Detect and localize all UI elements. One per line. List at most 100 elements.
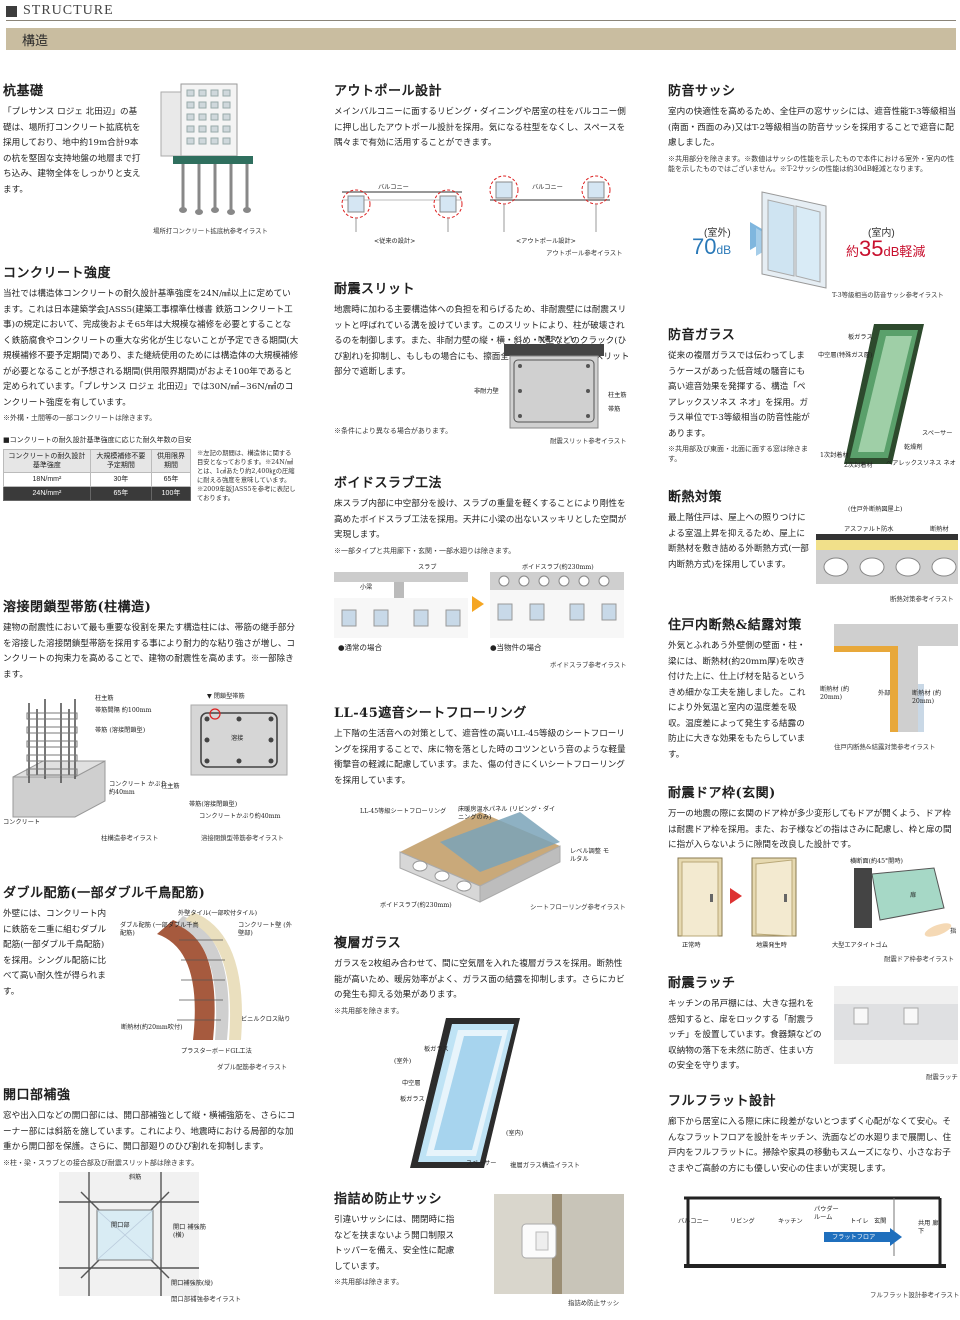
label: バルコニー: [678, 1218, 709, 1225]
label: コンクリートかぶり約40mm: [199, 813, 281, 820]
flat-floor-label: フラットフロア: [832, 1234, 876, 1241]
label: バルコニー: [378, 184, 409, 191]
double-rebar-illustration: [157, 912, 242, 1040]
concrete-note: ※外構・土間等の一部コンクリートは除きます。: [3, 414, 157, 422]
sash-outside-label: (室外): [704, 228, 731, 239]
outpole-body: メインバルコニーに面するリビング・ダイニングや居室の柱をバルコニー側に押し出した…: [334, 107, 626, 148]
glass-body: ガラスを2枚組み合わせて、間に空気層を入れた複層ガラスを採用。断熱性能が高いため…: [334, 959, 625, 1000]
double-body: 外壁には、コンクリート内に鉄筋を二重に組むダブル配筋(一部ダブル千鳥配筋)を採用…: [3, 909, 107, 997]
floor-illustration: [399, 812, 561, 903]
label: ペアレックスソネス ネオ: [886, 460, 956, 467]
glass-note: ※共用部を除きます。: [334, 1006, 404, 1015]
door-title: 耐震ドア枠(玄関): [668, 786, 776, 801]
label: (室内): [506, 1130, 524, 1137]
void-normal-diagram: [334, 572, 468, 638]
opening-note: ※柱・梁・スラブとの接合部及び耐震スリット部は除きます。: [3, 1158, 199, 1167]
label: 板ガラス: [400, 1096, 425, 1103]
table-cell: 65年: [89, 486, 153, 501]
latch-body: キッチンの吊戸棚には、大きな揺れを感知すると、扉をロックする「耐震ラッチ」を設置…: [668, 999, 822, 1071]
table-notes: ※左記の期間は、構造体に関する目安となっております。※24N/㎟とは、1㎠あたり…: [197, 450, 296, 502]
table-cell: 30年: [89, 472, 153, 487]
latch-section: 耐震ラッチ キッチンの吊戸棚には、大きな揺れを感知すると、扉をロックする「耐震ラ…: [668, 972, 958, 1081]
opening-illustration: [59, 1172, 199, 1296]
slit-body: 地震時に加わる主要構造体への負担を和らげるため、非耐震壁には耐震スリットと呼ばれ…: [334, 305, 630, 377]
void-ours-diagram: [490, 572, 624, 638]
flat-section: フルフラット設計 廊下から居室に入る際に床に段差がないとつまずく心配がなくて安心…: [668, 1090, 959, 1299]
label: <アウトポール設計>: [516, 238, 576, 245]
flat-body: 廊下から居室に入る際に床に段差がないとつまずく心配がなくて安心。そんなフラットフ…: [668, 1117, 952, 1174]
label: 耐震スリット: [538, 336, 576, 343]
out-db-value: 70: [692, 234, 717, 259]
divider: [6, 20, 956, 21]
insul-title: 断熱対策: [668, 490, 723, 505]
finger-note: ※共用部は除きます。: [334, 1278, 404, 1286]
label: 大型エアタイトゴム: [832, 942, 888, 949]
hoop-title: 溶接閉鎖型帯筋(柱構造): [3, 600, 152, 615]
label: 玄関: [874, 1218, 887, 1225]
label: 板ガラス: [848, 334, 873, 341]
label: 外壁タイル(一部吹付タイル): [178, 910, 258, 917]
band-title: 構造: [22, 33, 49, 49]
hoop-section: 溶接閉鎖型帯筋(柱構造) 建物の耐震性において最も重要な役割を果たす構造柱には、…: [3, 596, 299, 842]
glass-title: 複層ガラス: [334, 936, 402, 951]
pile-caption: 場所打コンクリート拡底杭参考イラスト: [153, 227, 268, 235]
outpole-title: アウトポール設計: [334, 84, 443, 99]
sglass-body: 従来の複層ガラスでは伝わってしまうケースがあった低音域の騒音にも高い遮音効果を発…: [668, 351, 810, 439]
label: コンクリート壁 (外壁部): [238, 922, 292, 937]
label: 扉: [910, 892, 917, 899]
label: スペーサー: [922, 430, 953, 437]
durability-table: コンクリートの耐久設計基準強度 大規模補修不要予定期間 供用限界期間 18N/m…: [3, 449, 191, 501]
finger-title: 指詰め防止サッシ: [334, 1192, 443, 1207]
table-cell: 100年: [151, 486, 191, 501]
column-rebar-illustration: [12, 699, 106, 818]
opening-title: 開口部補強: [3, 1088, 71, 1103]
table-cell: 24N/mm²: [3, 486, 91, 501]
floor-title: LL-45遮音シートフローリング: [334, 706, 527, 721]
label: リビング: [730, 1218, 755, 1225]
label: LL-45等級シートフローリング: [360, 808, 447, 815]
finger-section: 指詰め防止サッシ 引違いサッシには、開閉時に指などを挟まないよう開口制限ストッパ…: [334, 1188, 630, 1307]
label: 開口部: [111, 1222, 130, 1229]
title-band: 構造: [6, 28, 956, 50]
label: ●通常の場合: [338, 643, 383, 652]
sash-illustration: [750, 191, 827, 289]
label: 板ガラス: [424, 1046, 449, 1053]
square-bullet-icon: [6, 5, 17, 17]
roof-insulation-illustration: [816, 534, 958, 584]
label: 柱主筋: [608, 392, 627, 399]
label: レベル調整 モルタル: [570, 848, 610, 863]
label: 開口 補強筋(横): [173, 1224, 206, 1239]
label: アスファルト防水: [844, 526, 894, 533]
sglass-note: ※共用部及び東面・北面に面する窓は除きます。: [668, 445, 808, 463]
insul-body: 最上階住戸は、屋上への照りつけによる室温上昇を抑えるため、屋上に断熱材を敷き詰め…: [668, 513, 809, 570]
void-slab-section: ボイドスラブ工法 床スラブ内部に中空部分を設け、スラブの重量を軽くすることにより…: [334, 472, 630, 669]
sound-glass-section: 防音ガラス 従来の複層ガラスでは伝わってしまうケースがあった低音域の騒音にも高い…: [668, 324, 958, 469]
glass-caption: 複層ガラス構造イラスト: [510, 1161, 581, 1169]
table-cell: 18N/mm²: [3, 472, 91, 487]
label: ▼ 閉鎖型帯筋: [207, 693, 245, 700]
label: 中空層: [402, 1080, 421, 1087]
label: 断熱材 (約20mm): [820, 686, 850, 701]
arrow-icon: [472, 596, 484, 612]
dew-caption: 住戸内断熱&結露対策参考イラスト: [834, 743, 936, 751]
label: <従来の設計>: [374, 238, 416, 245]
sash-title: 防音サッシ: [668, 84, 736, 99]
double-caption: ダブル配筋参考イラスト: [217, 1063, 288, 1071]
sash-in-db: 約35dB軽減: [846, 236, 925, 262]
in-db-suffix: dB軽減: [883, 244, 926, 259]
outpole-conventional-diagram: [341, 189, 463, 232]
floor-section: LL-45遮音シートフローリング 上下階の生活音への対策として、遮音性の高いLL…: [334, 702, 630, 911]
closed-hoop-illustration: [190, 704, 288, 776]
flat-title: フルフラット設計: [668, 1094, 777, 1109]
label: トイレ: [850, 1218, 869, 1225]
label: ボイドスラブ(約230mm): [522, 564, 594, 571]
label: ●当物件の場合: [490, 643, 542, 652]
sash-body: 室内の快適性を高めるため、全住戸の窓サッシには、遮音性能T-3等級相当(南面・西…: [668, 107, 956, 148]
arrow-icon: [730, 888, 742, 904]
label: 指: [950, 928, 957, 935]
label: 開口補強筋(縦): [171, 1280, 213, 1287]
double-rebar-section: ダブル配筋(一部ダブル千鳥配筋) 外壁には、コンクリート内に鉄筋を二重に組むダブ…: [3, 882, 299, 1071]
finger-caption: 指詰め防止サッシ: [568, 1299, 620, 1307]
section-heading: STRUCTURE: [6, 2, 114, 20]
label: 正常時: [682, 942, 701, 949]
